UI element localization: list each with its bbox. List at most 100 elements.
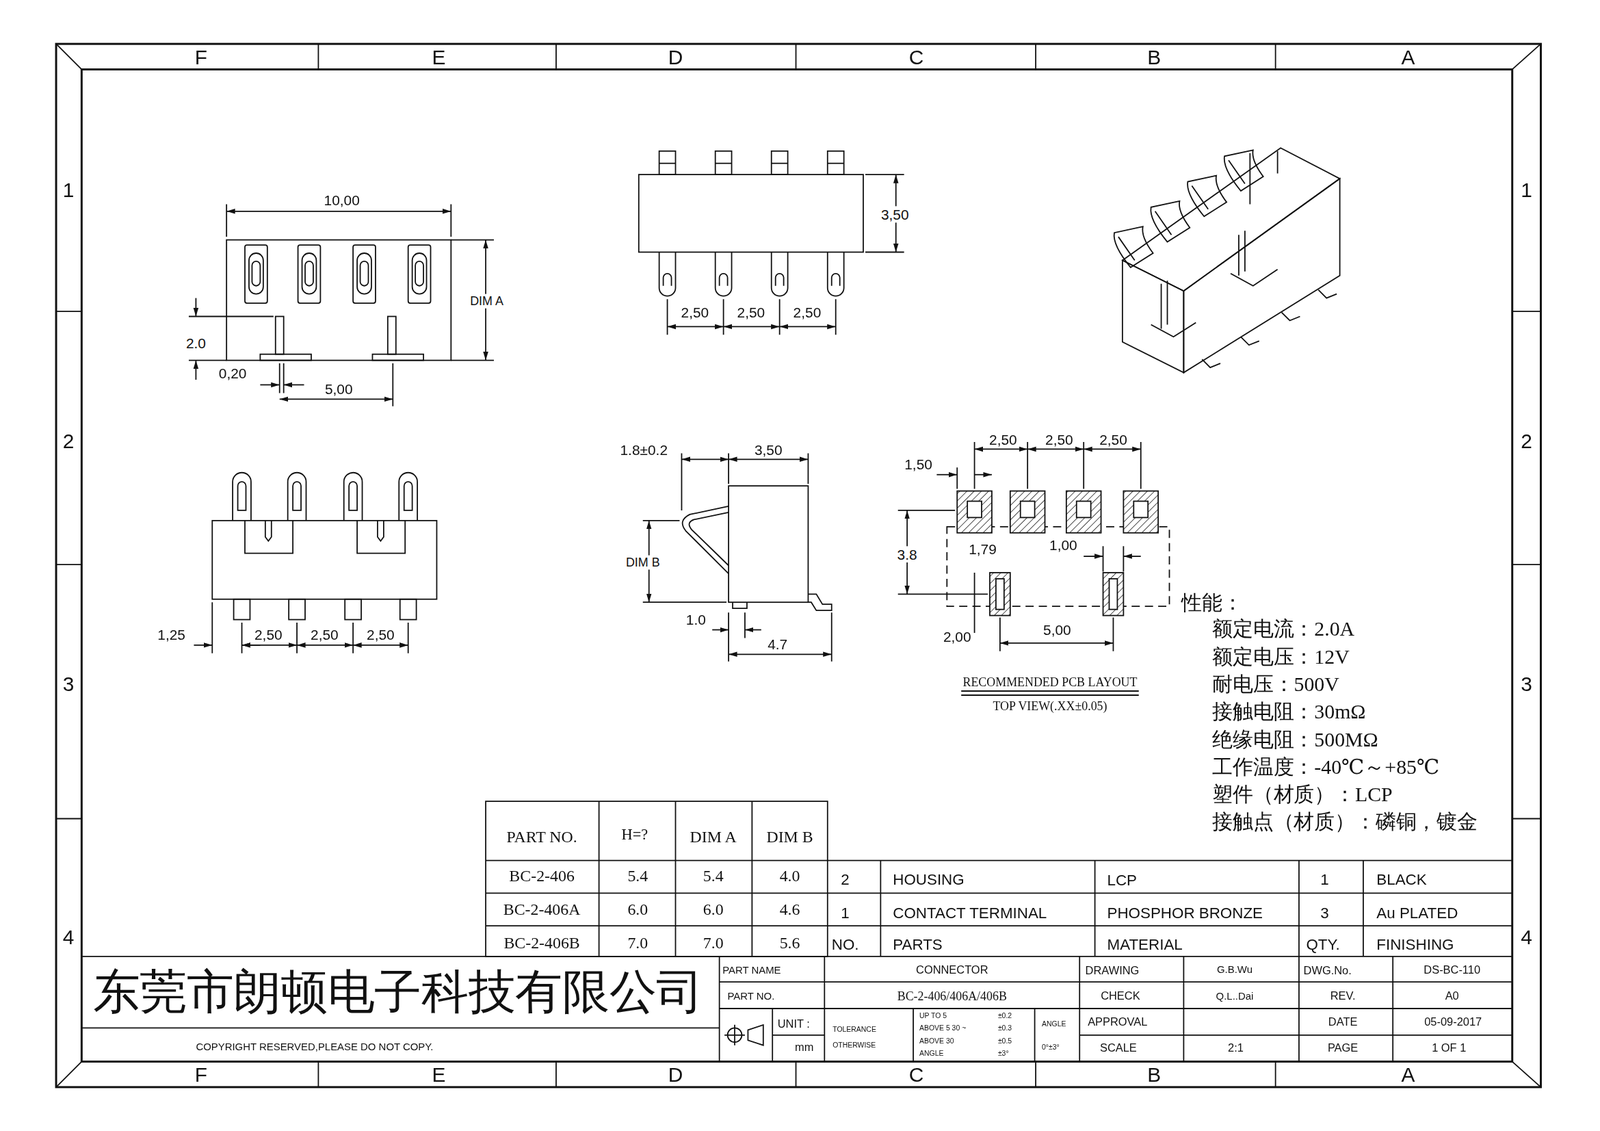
dimension: 2,50 — [366, 627, 395, 643]
tolerance-cell: TOLERANCE — [832, 1025, 877, 1033]
dimension: 10,00 — [324, 192, 360, 208]
table-cell: 4.0 — [779, 867, 801, 884]
tolerance-cell: ANGLE — [1041, 1019, 1066, 1027]
dimension: 2,50 — [1099, 433, 1128, 448]
dimension: 5,00 — [324, 381, 353, 397]
tolerance-cell: ±0.2 — [998, 1011, 1012, 1019]
tolerance-cell: ABOVE 5 30 ~ — [919, 1024, 966, 1031]
title-cell: PAGE — [1327, 1042, 1358, 1054]
table-cell: 4.6 — [779, 900, 801, 918]
spec-line: 额定电流：2.0A — [1212, 618, 1355, 639]
dimension: 2,50 — [1045, 433, 1074, 448]
zone-letter: E — [431, 47, 446, 68]
dimension: 1,25 — [157, 627, 186, 643]
table-cell: CONTACT TERMINAL — [892, 905, 1047, 921]
table-cell: Au PLATED — [1376, 905, 1458, 921]
table-cell: PARTS — [892, 936, 943, 952]
table-cell: BC-2-406A — [503, 900, 581, 918]
view-caption: RECOMMENDED PCB LAYOUT — [962, 675, 1137, 689]
dimension: 0,20 — [218, 366, 247, 382]
zone-letter: F — [194, 47, 208, 68]
tolerance-cell: ±0.3 — [998, 1024, 1012, 1031]
dimension: 2,50 — [737, 305, 766, 320]
view-caption: TOP VIEW(.XX±0.05) — [992, 699, 1107, 713]
table-cell: HOUSING — [892, 870, 964, 886]
dimension: 1,79 — [968, 541, 997, 557]
dimension: 1.8±0.2 — [620, 442, 669, 457]
table-cell: DIM B — [766, 828, 813, 845]
table-cell: PHOSPHOR BRONZE — [1107, 905, 1264, 921]
title-cell: PART NAME — [722, 965, 781, 976]
zone-letter: A — [1401, 47, 1416, 68]
zone-letter: B — [1147, 1064, 1161, 1085]
title-cell: 2:1 — [1227, 1042, 1244, 1054]
title-cell: CHECK — [1100, 990, 1140, 1002]
dimension: 3,50 — [879, 205, 912, 223]
title-cell: BC-2-406/406A/406B — [897, 989, 1007, 1003]
title-cell: 1 OF 1 — [1431, 1042, 1466, 1054]
title-cell: 05-09-2017 — [1424, 1015, 1482, 1027]
dimension: 4.7 — [767, 636, 788, 652]
table-cell: FINISHING — [1376, 936, 1454, 952]
table-cell: DIM A — [690, 828, 737, 845]
tolerance-cell: 0°±3° — [1041, 1043, 1060, 1051]
title-cell: UNIT : — [777, 1017, 810, 1029]
table-cell: MATERIAL — [1107, 936, 1183, 952]
spec-line: 耐电压：500V — [1212, 673, 1340, 695]
company-name: 东莞市朗顿电子科技有限公司 — [93, 968, 704, 1016]
dimension: 2,50 — [254, 627, 283, 643]
table-cell: BLACK — [1376, 870, 1427, 886]
dimension: 2,50 — [681, 305, 710, 320]
zone-number: 1 — [1520, 179, 1533, 201]
spec-line: 塑件（材质）：LCP — [1212, 783, 1393, 805]
table-cell: LCP — [1107, 872, 1138, 888]
dimension: DIM A — [467, 294, 506, 309]
zone-letter: D — [668, 47, 684, 68]
zone-letter: B — [1147, 47, 1161, 68]
table-cell: 7.0 — [703, 935, 724, 952]
title-cell: Q.L..Dai — [1216, 991, 1254, 1002]
title-cell: APPROVAL — [1087, 1015, 1148, 1027]
title-cell: A0 — [1445, 990, 1460, 1002]
tolerance-cell: ANGLE — [919, 1049, 944, 1057]
title-cell: DWG.No. — [1303, 965, 1352, 977]
spec-line: 工作温度：-40℃～+85℃ — [1212, 755, 1440, 777]
dimension: 3.8 — [895, 545, 920, 563]
spec-heading: 性能： — [1181, 591, 1243, 613]
tolerance-cell: ABOVE 30 — [919, 1037, 955, 1045]
table-cell: 5.6 — [779, 935, 801, 952]
zone-letter: E — [431, 1064, 446, 1085]
zone-letter: A — [1401, 1064, 1416, 1085]
zone-letter: C — [909, 1064, 925, 1085]
title-cell: REV. — [1330, 990, 1356, 1002]
table-cell: 6.0 — [703, 900, 724, 918]
zone-number: 4 — [62, 926, 75, 948]
tolerance-cell: ±3° — [998, 1049, 1009, 1057]
table-cell: BC-2-406B — [503, 935, 580, 952]
title-cell: DRAWING — [1085, 965, 1140, 977]
spec-line: 接触电阻：30mΩ — [1212, 701, 1366, 722]
title-cell: CONNECTOR — [915, 963, 988, 975]
zone-number: 2 — [62, 430, 75, 452]
title-cell: mm — [794, 1041, 814, 1053]
zone-number: 3 — [62, 673, 75, 695]
table-cell: 3 — [1320, 905, 1329, 921]
table-cell: NO. — [831, 936, 860, 952]
table-cell: QTY. — [1305, 936, 1340, 952]
zone-number: 1 — [62, 179, 75, 201]
spec-line: 接触点（材质）：磷铜，镀金 — [1212, 811, 1478, 832]
title-cell: PART NO. — [727, 991, 775, 1002]
zone-number: 3 — [1520, 673, 1533, 695]
dimension: 2,50 — [989, 433, 1018, 448]
table-cell: 1 — [1320, 870, 1329, 886]
table-cell: PART NO. — [506, 828, 577, 845]
dimension: 3,50 — [754, 442, 783, 457]
zone-number: 4 — [1520, 926, 1533, 948]
title-cell: SCALE — [1099, 1042, 1137, 1054]
dimension: 1,00 — [1049, 537, 1078, 553]
table-cell: 7.0 — [627, 935, 648, 952]
table-cell: H=? — [621, 827, 648, 843]
title-cell: G.B.Wu — [1216, 964, 1253, 975]
copyright-note: COPYRIGHT RESERVED,PLEASE DO NOT COPY. — [195, 1041, 434, 1053]
